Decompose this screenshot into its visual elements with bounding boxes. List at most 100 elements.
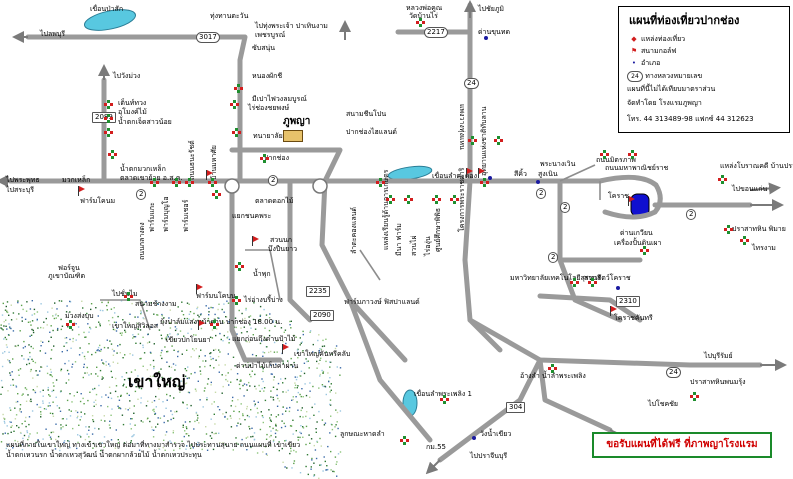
forest-speck (137, 328, 139, 330)
forest-speck (169, 333, 171, 335)
forest-speck (242, 384, 244, 387)
forest-speck (196, 444, 198, 446)
forest-speck (3, 420, 6, 423)
forest-speck (121, 414, 124, 416)
forest-speck (221, 308, 223, 311)
forest-speck (71, 366, 73, 368)
place-label: เขาใหญ่สิวิลอส (112, 322, 159, 330)
route-number: 304 (506, 402, 526, 413)
forest-speck (265, 339, 267, 341)
forest-speck (137, 333, 140, 335)
forest-speck (80, 416, 82, 418)
forest-speck (246, 414, 249, 417)
forest-speck (272, 386, 275, 388)
forest-speck (226, 300, 228, 302)
forest-speck (74, 361, 77, 363)
place-label: พระนางเวิน (540, 160, 576, 168)
forest-speck (195, 411, 198, 414)
forest-speck (66, 349, 68, 352)
forest-speck (57, 327, 59, 330)
forest-speck (319, 348, 321, 350)
forest-speck (276, 351, 278, 353)
forest-speck (205, 426, 207, 428)
forest-speck (284, 466, 286, 468)
forest-speck (21, 423, 23, 425)
forest-speck (285, 391, 287, 393)
forest-speck (329, 403, 331, 406)
forest-speck (147, 417, 149, 419)
forest-speck (230, 381, 232, 383)
forest-speck (155, 426, 157, 428)
forest-speck (276, 388, 278, 391)
forest-speck (150, 379, 152, 381)
forest-speck (322, 370, 325, 373)
forest-speck (227, 331, 229, 333)
forest-speck (212, 357, 214, 360)
forest-speck (109, 420, 111, 422)
forest-speck (249, 324, 251, 326)
forest-speck (25, 416, 27, 419)
forest-speck (335, 463, 337, 465)
place-label: สวนไผ่ (410, 235, 418, 256)
forest-speck (52, 431, 55, 433)
forest-speck (53, 385, 55, 387)
forest-speck (65, 382, 67, 384)
forest-speck (118, 407, 120, 409)
forest-speck (323, 345, 326, 347)
forest-speck (55, 313, 57, 315)
forest-speck (17, 393, 19, 395)
forest-speck (246, 449, 248, 451)
forest-speck (60, 328, 62, 331)
place-label: บึงปืนยาว (268, 245, 298, 253)
forest-speck (56, 308, 58, 310)
place-label: ตลาดดอกไม้ (255, 197, 294, 205)
forest-speck (58, 407, 61, 409)
district-dot (484, 36, 488, 40)
forest-speck (50, 349, 53, 351)
forest-speck (270, 390, 272, 392)
forest-speck (89, 391, 91, 393)
forest-speck (277, 382, 280, 385)
route-number: 2090 (310, 310, 334, 321)
forest-speck (290, 447, 292, 450)
forest-speck (7, 359, 9, 361)
forest-speck (320, 464, 322, 466)
place-label: ไปชัยภูมิ (478, 5, 505, 13)
forest-speck (296, 349, 299, 351)
forest-speck (131, 418, 133, 420)
forest-speck (194, 420, 196, 423)
forest-speck (96, 366, 98, 368)
forest-speck (261, 378, 263, 380)
forest-speck (98, 428, 100, 430)
forest-speck (156, 324, 158, 326)
forest-speck (254, 405, 256, 407)
forest-speck (113, 350, 115, 352)
place-label: สูงเนิน (538, 170, 558, 178)
forest-speck (207, 378, 210, 380)
forest-speck (268, 409, 270, 411)
forest-speck (134, 390, 137, 393)
forest-speck (34, 361, 37, 364)
forest-speck (276, 394, 278, 397)
forest-speck (83, 363, 85, 366)
forest-speck (276, 430, 279, 432)
forest-speck (188, 391, 191, 394)
forest-speck (232, 396, 234, 399)
forest-speck (278, 449, 280, 452)
forest-speck (18, 410, 21, 412)
forest-speck (329, 399, 332, 401)
forest-speck (295, 396, 297, 398)
forest-speck (209, 364, 211, 367)
forest-speck (322, 372, 324, 374)
forest-speck (153, 400, 156, 402)
forest-speck (262, 451, 264, 453)
route-number: 2 (548, 252, 559, 263)
forest-speck (313, 475, 315, 477)
forest-speck (7, 443, 9, 446)
forest-speck (339, 374, 341, 376)
attraction-marker-icon (570, 278, 579, 287)
forest-speck (217, 355, 220, 358)
forest-speck (282, 391, 284, 393)
forest-speck (117, 396, 119, 398)
forest-speck (139, 358, 141, 360)
